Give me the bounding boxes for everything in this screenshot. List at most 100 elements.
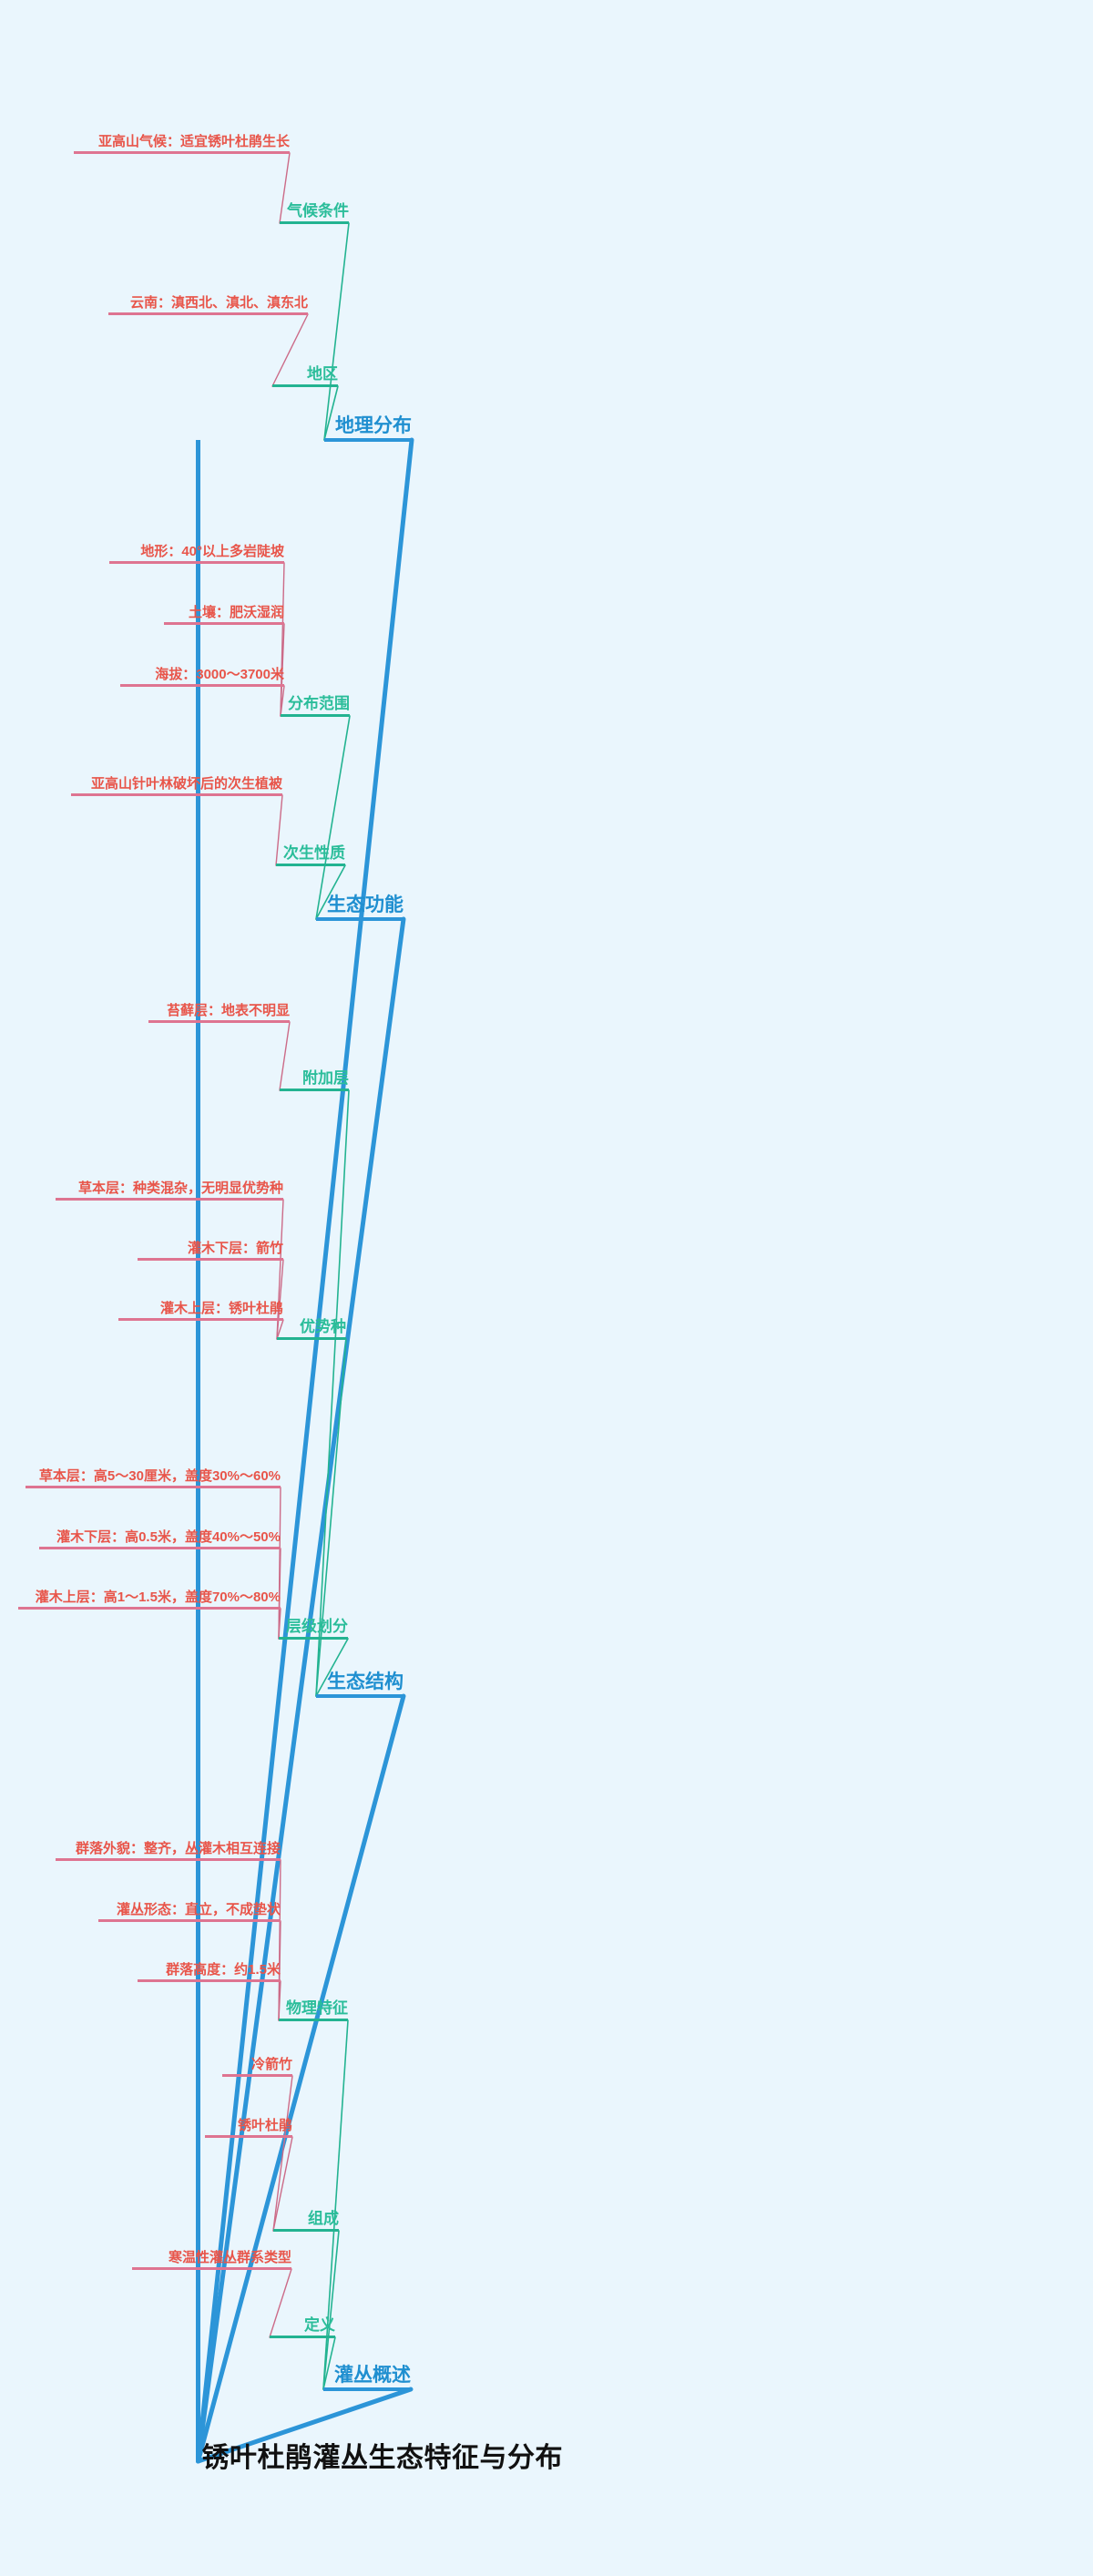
node-label: 生态功能 [327,894,403,915]
mindmap-node-l2[interactable]: 组成 [273,2211,339,2232]
node-underline [272,384,338,387]
mindmap-node-l3[interactable]: 灌丛形态：直立，不成垫状 [98,1903,281,1922]
mindmap-node-l3[interactable]: 土壤：肥沃湿润 [164,606,284,625]
node-label: 亚高山针叶林破坏后的次生植被 [90,776,282,792]
mindmap-node-l2[interactable]: 物理特征 [279,2000,348,2021]
node-label: 次生性质 [283,844,345,862]
node-label: 锈叶杜鹃灌丛生态特征与分布 [201,2443,563,2473]
connector [278,1487,281,1640]
node-underline [56,1858,281,1861]
node-underline [26,1486,281,1488]
mindmap-node-l2[interactable]: 地区 [272,366,338,387]
connector [196,1693,406,2464]
node-label: 云南：滇西北、滇北、滇东北 [129,295,308,311]
node-label: 灌丛形态：直立，不成垫状 [116,1902,281,1917]
node-underline [280,221,349,224]
mindmap-node-l2[interactable]: 次生性质 [276,845,345,866]
node-label: 物理特征 [286,1999,348,2017]
mindmap-node-l2[interactable]: 分布范围 [281,696,350,717]
node-label: 气候条件 [287,202,349,220]
node-label: 群落高度：约1.5米 [166,1962,281,1978]
mindmap-node-l3[interactable]: 灌木下层：高0.5米，盖度40%～50% [39,1530,281,1549]
node-underline [108,312,308,315]
root-node[interactable]: 锈叶杜鹃灌丛生态特征与分布 [202,2445,564,2472]
node-underline [205,2135,292,2138]
node-underline [277,1337,346,1340]
node-underline [98,1919,281,1922]
node-underline [281,714,350,717]
connector [315,1338,347,1697]
node-label: 草本层：种类混杂，无明显优势种 [77,1181,283,1196]
node-underline [132,2267,291,2270]
mindmap-node-l3[interactable]: 苔藓层：地表不明显 [148,1004,290,1023]
mindmap-node-l3[interactable]: 冷箭竹 [222,2058,292,2077]
node-underline [71,793,282,796]
mindmap-node-l1[interactable]: 生态结构 [316,1672,403,1698]
node-label: 亚高山气候：适宜锈叶杜鹃生长 [97,134,290,149]
node-label: 苔藓层：地表不明显 [166,1003,290,1018]
node-underline [148,1020,290,1023]
node-underline [316,917,403,921]
mindmap-node-l3[interactable]: 灌木上层：高1～1.5米，盖度70%～80% [18,1590,281,1610]
node-label: 附加层 [302,1069,349,1087]
node-underline [316,1694,403,1698]
node-underline [273,2229,339,2232]
node-underline [280,1089,349,1091]
mindmap-node-l2[interactable]: 优势种 [277,1319,346,1340]
mindmap-node-l2[interactable]: 定义 [270,2317,335,2338]
node-label: 灌丛概述 [334,2365,411,2386]
mindmap-node-l3[interactable]: 云南：滇西北、滇北、滇东北 [108,296,308,315]
node-underline [279,1637,348,1640]
node-underline [222,2074,292,2077]
node-label: 锈叶杜鹃 [237,2118,292,2133]
node-label: 灌木上层：高1～1.5米，盖度70%～80% [35,1590,281,1605]
mindmap-node-l3[interactable]: 寒温性灌丛群系类型 [132,2251,291,2270]
node-underline [323,2387,411,2391]
connector [196,437,414,2464]
node-underline [118,1318,283,1321]
mindmap-node-l3[interactable]: 灌木下层：箭竹 [138,1242,283,1261]
mindmap-node-l1[interactable]: 生态功能 [316,895,403,921]
mindmap-node-l1[interactable]: 地理分布 [324,416,412,442]
node-underline [276,864,345,866]
mindmap-node-l3[interactable]: 海拔：3000～3700米 [120,668,284,687]
mindmap-node-l3[interactable]: 草本层：高5～30厘米，盖度30%～60% [26,1469,281,1488]
mindmap-node-l3[interactable]: 草本层：种类混杂，无明显优势种 [56,1181,283,1201]
mindmap-node-l1[interactable]: 灌丛概述 [323,2366,411,2391]
node-label: 优势种 [300,1318,346,1335]
node-underline [164,622,284,625]
connector [272,2075,293,2232]
mindmap-node-l3[interactable]: 锈叶杜鹃 [205,2119,292,2138]
mindmap-node-l3[interactable]: 灌木上层：锈叶杜鹃 [118,1302,283,1321]
node-underline [120,684,284,687]
node-label: 层级划分 [286,1618,348,1635]
node-underline [270,2336,335,2338]
node-underline [18,1607,281,1610]
node-underline [279,2019,348,2021]
node-underline [74,151,290,154]
node-underline [138,1979,281,1982]
node-underline [109,561,284,564]
node-label: 灌木上层：锈叶杜鹃 [159,1301,283,1316]
node-label: 灌木下层：高0.5米，盖度40%～50% [56,1529,281,1545]
mindmap-node-l2[interactable]: 层级划分 [279,1619,348,1640]
connector [323,222,350,441]
node-label: 寒温性灌丛群系类型 [168,2250,291,2265]
mindmap-node-l3[interactable]: 群落高度：约1.5米 [138,1963,281,1982]
node-label: 分布范围 [288,695,350,712]
node-label: 地形：40°以上多岩陡坡 [140,544,284,559]
node-label: 土壤：肥沃湿润 [188,605,284,620]
node-label: 地区 [307,365,338,383]
node-underline [39,1547,281,1549]
node-underline [138,1258,283,1261]
node-label: 生态结构 [327,1671,403,1692]
mindmap-node-l3[interactable]: 亚高山针叶林破坏后的次生植被 [71,777,282,796]
mindmap-node-l2[interactable]: 附加层 [280,1070,349,1091]
node-label: 群落外貌：整齐，丛灌木相互连接 [75,1841,281,1856]
mindmap-node-l2[interactable]: 气候条件 [280,203,349,224]
mindmap-node-l3[interactable]: 群落外貌：整齐，丛灌木相互连接 [56,1842,281,1861]
mindmap-node-l3[interactable]: 亚高山气候：适宜锈叶杜鹃生长 [74,135,290,154]
mindmap-node-l3[interactable]: 地形：40°以上多岩陡坡 [109,545,284,564]
node-label: 定义 [304,2316,335,2334]
